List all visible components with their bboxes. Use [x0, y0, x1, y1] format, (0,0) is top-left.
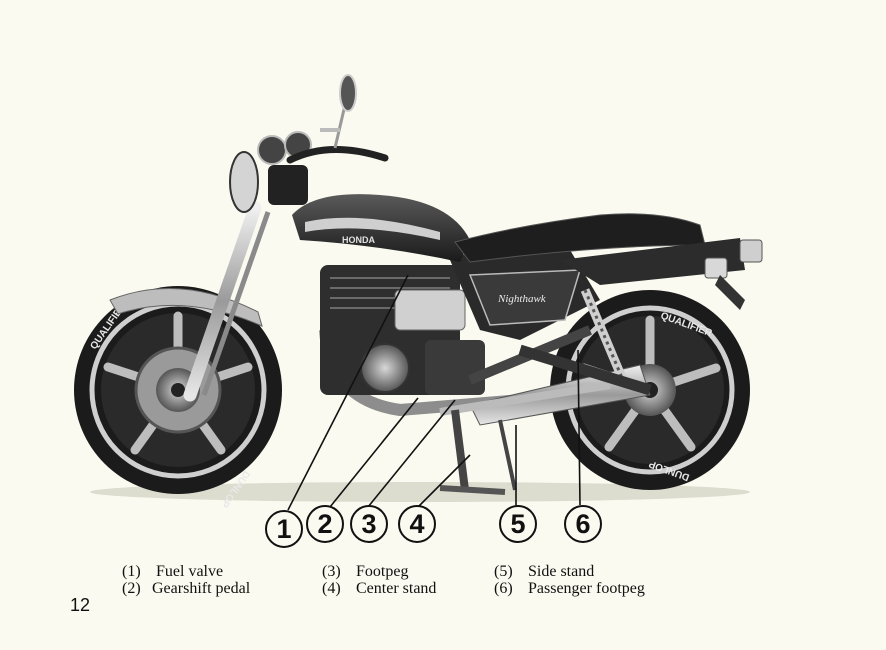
legend-column-2: (3) Footpeg (4) Center stand	[322, 563, 436, 597]
legend-number: (5)	[494, 563, 513, 580]
legend-number: (1)	[122, 563, 141, 580]
rear-suspension	[518, 288, 652, 396]
callout-2: 2	[306, 505, 344, 543]
legend-column-3: (5) Side stand (6) Passenger footpeg	[494, 563, 645, 597]
legend-label: Passenger footpeg	[528, 580, 645, 597]
callout-1: 1	[265, 510, 303, 548]
legend-item: (2) Gearshift pedal	[122, 580, 250, 597]
callout-numbers: 1 2 3 4 5 6	[265, 505, 602, 548]
legend-label: Center stand	[356, 580, 437, 597]
motorcycle-photo: QUALIFIER DUNLOP QUALIFIER DUNLOP	[74, 74, 763, 511]
callout-3: 3	[350, 505, 388, 543]
page-number: 12	[70, 595, 91, 615]
legend-item: (5) Side stand	[494, 563, 645, 580]
stands	[439, 409, 517, 495]
front-fork	[183, 201, 271, 402]
legend-label: Footpeg	[356, 563, 409, 580]
leader-lines	[287, 274, 581, 511]
headlight-cluster	[229, 131, 312, 213]
fuel-tank: HONDA	[292, 194, 470, 262]
legend-label: Gearshift pedal	[152, 580, 251, 597]
legend-number: (3)	[322, 563, 341, 580]
side-cover-badge-text: Nighthawk	[497, 293, 547, 305]
legend-item: (3) Footpeg	[322, 563, 436, 580]
legend-item: (1) Fuel valve	[122, 563, 250, 580]
legend-number: (2)	[122, 580, 141, 597]
callout-6: 6	[564, 505, 602, 543]
handlebar	[286, 74, 389, 164]
legend-item: (6) Passenger footpeg	[494, 580, 645, 597]
tail	[560, 238, 763, 310]
legend-number: (4)	[322, 580, 341, 597]
tank-brand-text: HONDA	[342, 235, 375, 245]
ground-shadow	[90, 482, 750, 502]
legend-item: (4) Center stand	[322, 580, 436, 597]
legend-label: Fuel valve	[156, 563, 224, 580]
legend-number: (6)	[494, 580, 513, 597]
legend-column-1: (1) Fuel valve (2) Gearshift pedal	[122, 563, 250, 597]
seat	[454, 213, 706, 263]
callout-5: 5	[499, 505, 537, 543]
callout-4: 4	[398, 505, 436, 543]
engine	[320, 265, 485, 395]
legend-label: Side stand	[528, 563, 595, 580]
